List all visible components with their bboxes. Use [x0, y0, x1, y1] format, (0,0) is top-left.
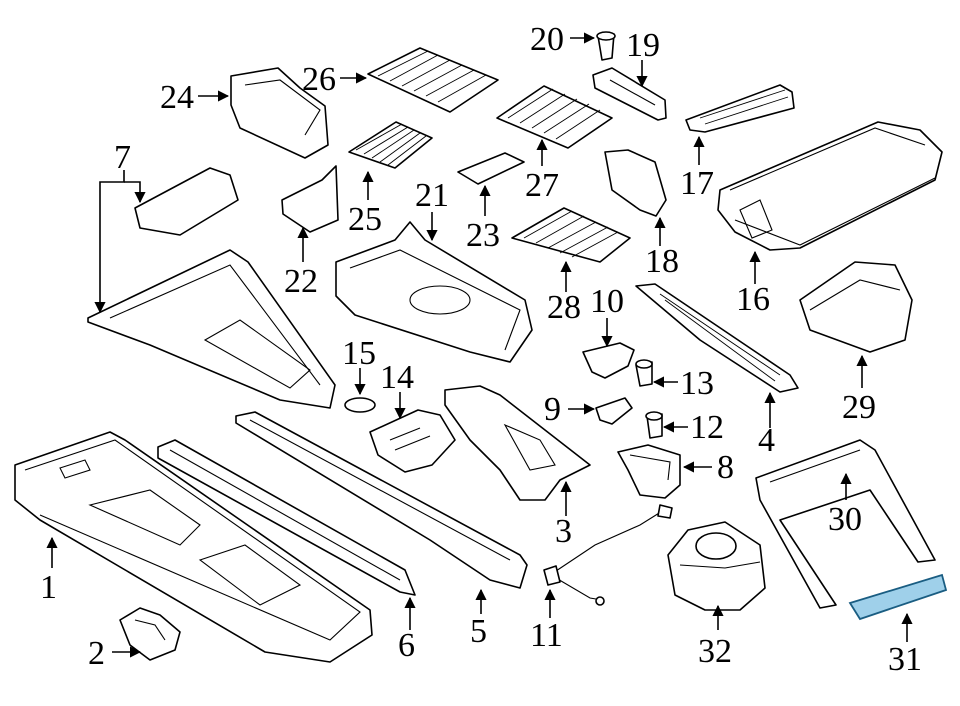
label-26[interactable]: 26: [302, 61, 336, 98]
part-14-switch-panel[interactable]: [369, 409, 456, 473]
part-7-trim-panel[interactable]: [87, 167, 336, 409]
label-18[interactable]: 18: [645, 243, 679, 280]
part-19-switch[interactable]: [592, 67, 667, 121]
label-10[interactable]: 10: [590, 283, 624, 320]
label-27[interactable]: 27: [525, 167, 559, 204]
part-22-bracket[interactable]: [281, 165, 339, 233]
label-3[interactable]: 3: [555, 513, 572, 550]
part-28-mat[interactable]: [511, 207, 631, 263]
part-32-controller[interactable]: [667, 521, 766, 611]
part-12-knob[interactable]: [645, 411, 663, 439]
part-10-tray[interactable]: [582, 342, 635, 379]
part-26-mat[interactable]: [367, 47, 499, 113]
leader-lines: [46, 32, 913, 658]
part-11-wire-harness[interactable]: [543, 504, 673, 606]
part-25-mat[interactable]: [348, 121, 433, 169]
label-5[interactable]: 5: [470, 613, 487, 650]
label-6[interactable]: 6: [398, 627, 415, 664]
label-1[interactable]: 1: [40, 569, 57, 606]
part-8-cup-holder[interactable]: [617, 444, 681, 499]
label-12[interactable]: 12: [690, 409, 724, 446]
part-16-armrest-assembly[interactable]: [717, 121, 943, 251]
label-21[interactable]: 21: [415, 177, 449, 214]
label-31[interactable]: 31: [888, 641, 922, 678]
part-29-armrest-pad[interactable]: [799, 261, 913, 353]
label-17[interactable]: 17: [680, 165, 714, 202]
part-4-trim-strip[interactable]: [635, 283, 799, 393]
callout-labels: 1 2 3 4 5 6 7 8 9 10 11 12 13 14 15 16 1…: [40, 21, 922, 678]
part-27-mat[interactable]: [496, 85, 613, 149]
part-15-cap[interactable]: [344, 397, 376, 413]
part-31-trim-strip[interactable]: [848, 573, 948, 621]
label-28[interactable]: 28: [547, 289, 581, 326]
label-30[interactable]: 30: [828, 501, 862, 538]
label-2[interactable]: 2: [88, 635, 105, 672]
label-19[interactable]: 19: [626, 27, 660, 64]
part-5-side-panel[interactable]: [235, 411, 528, 589]
label-9[interactable]: 9: [544, 391, 561, 428]
label-8[interactable]: 8: [717, 449, 734, 486]
label-14[interactable]: 14: [380, 359, 414, 396]
part-13-knob[interactable]: [635, 359, 653, 387]
part-18-bracket[interactable]: [604, 149, 667, 217]
label-29[interactable]: 29: [842, 389, 876, 426]
part-24-storage-bin[interactable]: [230, 67, 329, 159]
label-22[interactable]: 22: [284, 263, 318, 300]
label-20[interactable]: 20: [530, 21, 564, 58]
part-17-trim-strip[interactable]: [685, 84, 795, 133]
part-1-console-carrier[interactable]: [14, 431, 373, 663]
label-23[interactable]: 23: [466, 217, 500, 254]
label-15[interactable]: 15: [342, 335, 376, 372]
part-23-plate[interactable]: [457, 152, 525, 185]
label-32[interactable]: 32: [698, 633, 732, 670]
label-7[interactable]: 7: [114, 139, 131, 176]
label-13[interactable]: 13: [680, 365, 714, 402]
label-4[interactable]: 4: [758, 422, 775, 459]
part-3-shift-bezel[interactable]: [444, 385, 591, 501]
part-30-rear-trim[interactable]: [755, 439, 936, 609]
part-20-plug[interactable]: [596, 31, 616, 61]
label-11[interactable]: 11: [530, 617, 563, 654]
label-25[interactable]: 25: [348, 201, 382, 238]
part-21-console-liner[interactable]: [335, 221, 533, 363]
label-24[interactable]: 24: [160, 79, 194, 116]
label-16[interactable]: 16: [736, 281, 770, 318]
part-6-side-panel[interactable]: [157, 439, 416, 596]
part-9-clip[interactable]: [595, 397, 633, 425]
